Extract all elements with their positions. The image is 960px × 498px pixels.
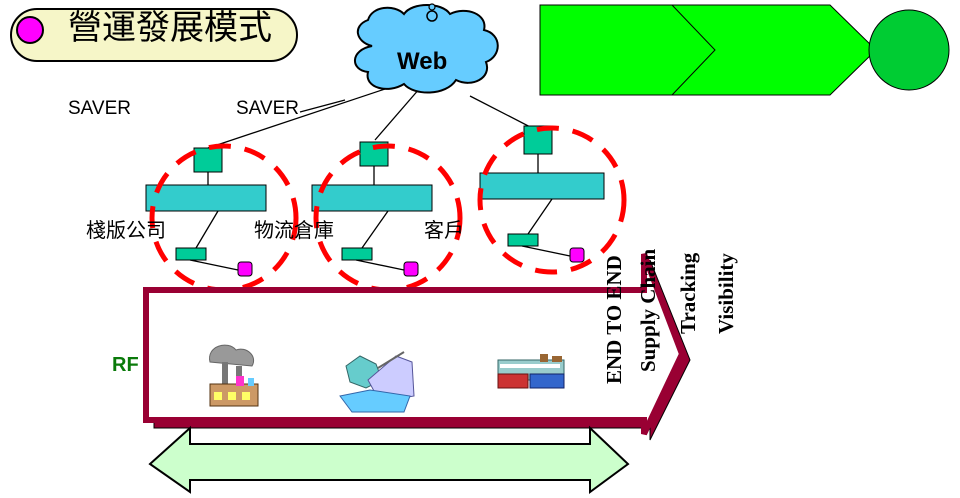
factory-icon	[209, 344, 259, 407]
warehouse-icon	[339, 351, 415, 413]
network-lines	[207, 83, 541, 149]
process-end-circle	[868, 9, 950, 91]
site-label-customer: 客戶	[424, 218, 464, 242]
truck-depot-icon	[497, 354, 565, 389]
process-arrow-2	[670, 4, 877, 96]
side-text-visibility: Visibility	[714, 253, 738, 334]
node-group-1	[145, 143, 299, 293]
web-cloud	[354, 3, 499, 94]
web-cloud-label: Web	[397, 48, 448, 75]
page-title: 營運發展模式	[68, 8, 272, 48]
side-text-tracking: Tracking	[676, 252, 700, 334]
title-bullet-icon	[16, 16, 44, 44]
saver-label-1: SAVER	[68, 98, 132, 119]
bottom-double-arrow	[148, 425, 630, 494]
site-label-pallet-company: 棧版公司	[86, 218, 166, 242]
side-text-end-to-end: END TO END	[602, 255, 626, 384]
site-label-logistics-warehouse: 物流倉庫	[254, 218, 334, 242]
rf-label: RF	[112, 354, 139, 376]
supply-chain-arrow	[143, 252, 691, 441]
side-text-supply-chain: Supply Chain	[636, 248, 660, 372]
node-group-2	[311, 141, 463, 293]
title-pill	[10, 8, 298, 62]
node-group-3	[477, 125, 627, 275]
saver-label-2: SAVER	[236, 98, 300, 119]
process-arrows	[539, 4, 950, 96]
